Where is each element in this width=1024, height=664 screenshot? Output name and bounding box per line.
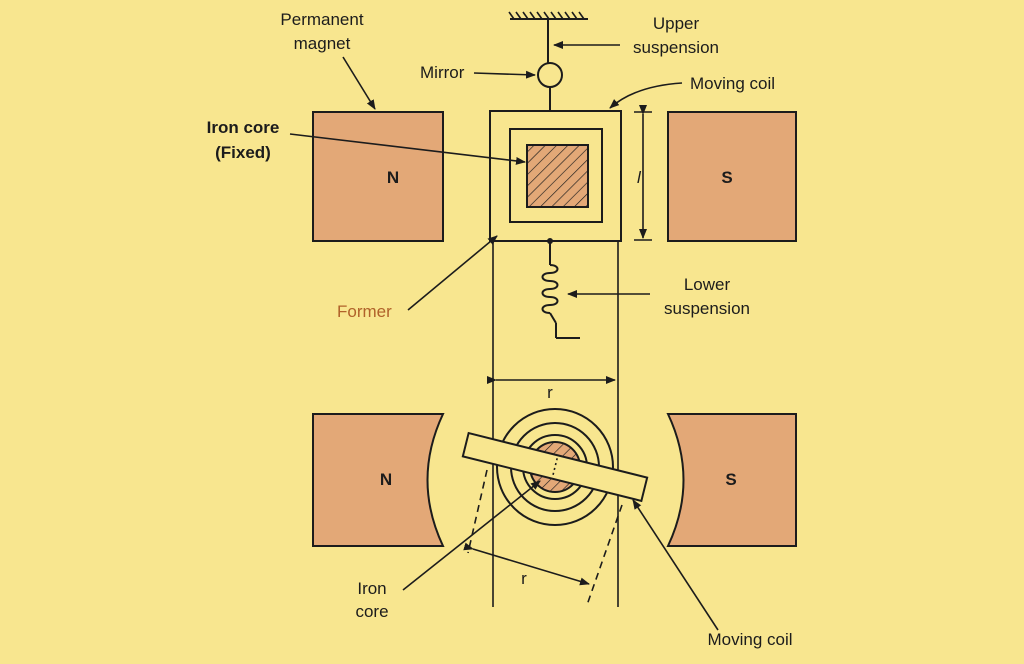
moving-coil-bottom-leader <box>632 499 719 631</box>
upper-suspension-label-line1: Upper <box>653 14 700 33</box>
moving-coil-bottom-label: Moving coil <box>707 630 792 649</box>
pole-s-bottom-label: S <box>725 470 736 489</box>
iron-core-fixed-label-line1: Iron core <box>207 118 280 137</box>
permanent-magnet-label-line1: Permanent <box>280 10 363 29</box>
iron-core-bottom-label-line1: Iron <box>357 579 386 598</box>
mirror-label: Mirror <box>420 63 465 82</box>
lower-suspension-spring <box>541 238 580 339</box>
magnet-south-bottom <box>666 413 797 547</box>
former-leader <box>407 235 498 311</box>
r-bottom-label: r <box>521 569 527 588</box>
iron-core-fixed-leader <box>289 133 526 165</box>
length-symbol: l <box>637 168 642 187</box>
lower-suspension-label-line2: suspension <box>664 299 750 318</box>
mirror <box>537 62 563 88</box>
moving-coil-bar <box>461 431 649 503</box>
moving-coil-top-label: Moving coil <box>690 74 775 93</box>
permanent-magnet-leader <box>342 56 376 110</box>
magnet-north-top <box>312 111 444 242</box>
magnet-north-bottom <box>312 413 445 547</box>
pole-n-top-label: N <box>387 168 399 187</box>
lower-suspension-label-line1: Lower <box>684 275 731 294</box>
ceiling-support <box>508 11 588 20</box>
magnet-south-top <box>667 111 797 242</box>
iron-core-bottom-leader <box>402 480 541 591</box>
permanent-magnet-label-line2: magnet <box>294 34 351 53</box>
iron-core-top <box>526 144 589 208</box>
pole-n-bottom-label: N <box>380 470 392 489</box>
projection-dash-left <box>467 469 488 554</box>
length-dimension <box>634 105 652 241</box>
moving-coil-top-leader <box>609 82 683 109</box>
r-top-label: r <box>547 383 553 402</box>
former-label: Former <box>337 302 392 321</box>
iron-core-bottom-label-line2: core <box>355 602 388 621</box>
upper-suspension-label-line2: suspension <box>633 38 719 57</box>
mirror-leader <box>473 70 536 79</box>
projection-dash-right <box>586 504 623 606</box>
pole-s-top-label: S <box>721 168 732 187</box>
radius-dimension-bottom <box>463 542 590 586</box>
iron-core-fixed-label-line2: (Fixed) <box>215 143 271 162</box>
